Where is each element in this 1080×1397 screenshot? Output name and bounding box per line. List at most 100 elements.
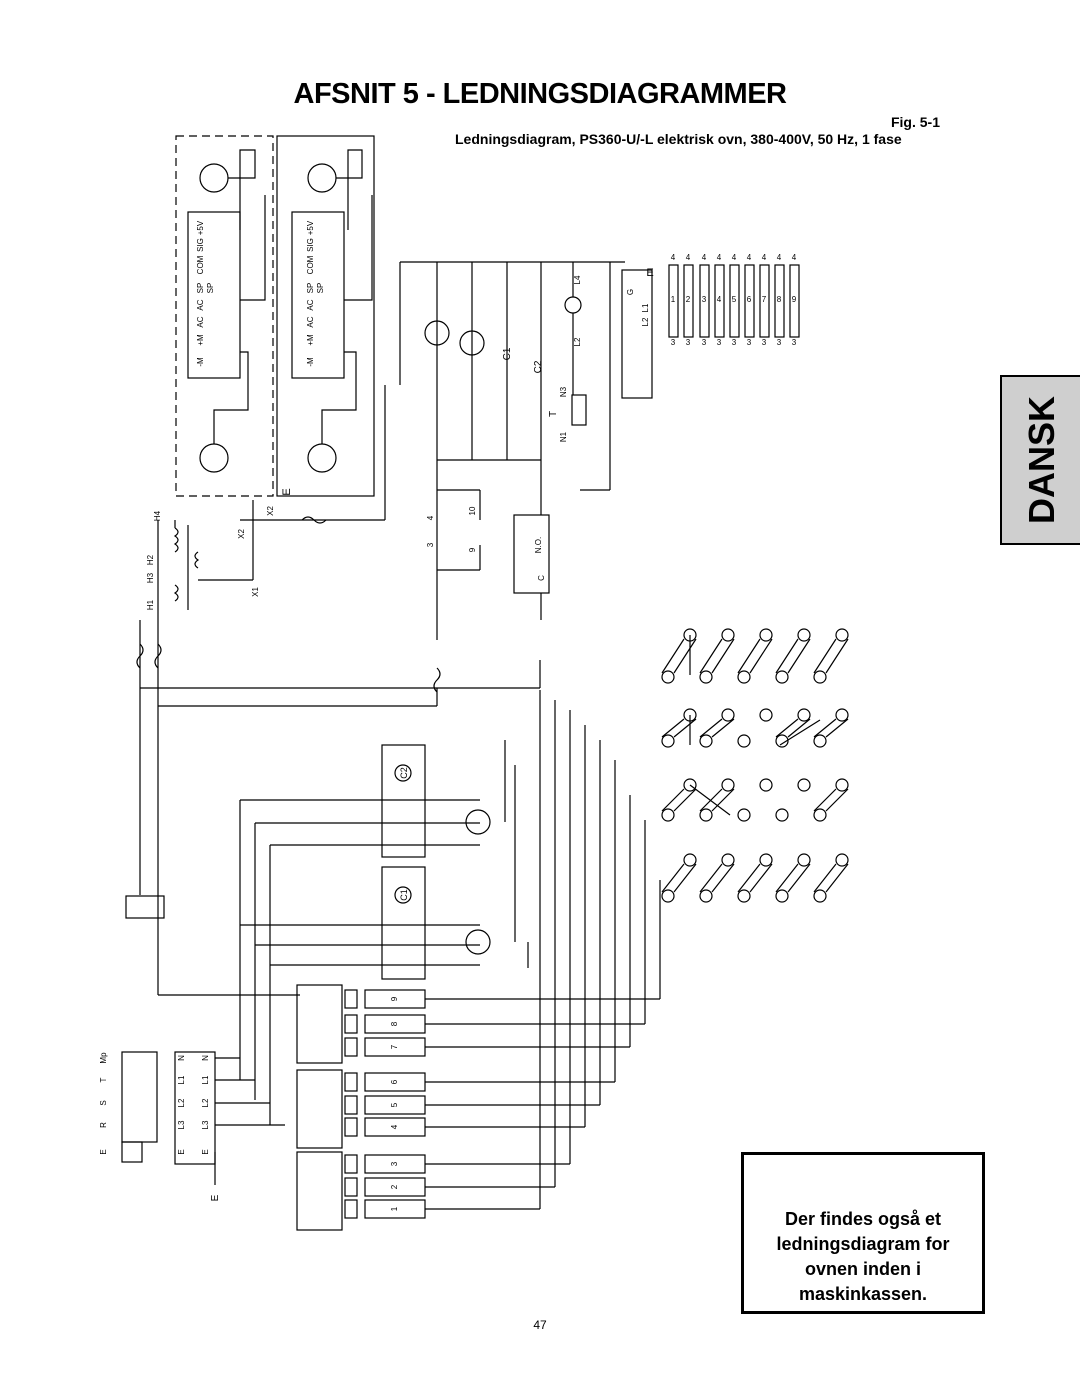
tb-top: 4 <box>702 253 707 262</box>
tb-mid: 5 <box>732 295 737 304</box>
label-4: 4 <box>426 515 435 520</box>
note-line: Der findes også et <box>784 1209 942 1229</box>
terminal-block-labels: 4 4 4 4 4 4 4 4 4 1 2 3 4 5 6 7 8 9 3 3 … <box>671 253 797 347</box>
motor-icon <box>307 163 337 193</box>
label-x2: X2 <box>237 529 246 539</box>
label-com: COM <box>306 255 315 274</box>
relay-number: 4 <box>390 1124 399 1129</box>
component-labels: C1 C2 L4 L2 N3 N1 T G L1 L2 E <box>502 267 654 442</box>
label-minus-m: -M <box>196 357 205 367</box>
tb-bot: 3 <box>702 338 707 347</box>
label-3: 3 <box>426 542 435 547</box>
label-ac: AC <box>306 299 315 310</box>
label-sp: SP <box>316 283 325 294</box>
label-l2: L2 <box>573 337 582 346</box>
relay-number: 3 <box>390 1161 399 1166</box>
label-c2: C2 <box>399 767 409 779</box>
label-9: 9 <box>468 547 477 552</box>
label-sig: SIG <box>306 238 315 252</box>
label-c2: C2 <box>533 360 544 373</box>
contactor-c2 <box>381 744 426 858</box>
label-g: G <box>626 289 635 295</box>
relay-number: 6 <box>390 1079 399 1084</box>
supply-labels-right: N L1 L2 L3 E N L1 L2 L3 E <box>177 1055 210 1155</box>
motor-control-box-1 <box>175 135 274 497</box>
supply-labels-left: Mp T S R E <box>99 1052 108 1155</box>
language-tab: DANSK <box>1000 375 1080 545</box>
tb-top: 4 <box>671 253 676 262</box>
tb-bot: 3 <box>732 338 737 347</box>
tb-top: 4 <box>686 253 691 262</box>
label-mp: Mp <box>99 1052 108 1064</box>
note-line: ledningsdiagram for <box>776 1234 950 1254</box>
label-ac: AC <box>196 316 205 327</box>
label-sp: SP <box>196 283 205 294</box>
label-l2: L2 <box>177 1098 186 1107</box>
tb-mid: 1 <box>671 295 676 304</box>
tb-mid: 7 <box>762 295 767 304</box>
label-l2: L2 <box>641 317 650 326</box>
label-s: S <box>99 1100 108 1105</box>
label-l1: L1 <box>641 303 650 312</box>
label-e: E <box>99 1149 108 1154</box>
supply-terminal-right <box>174 1051 216 1165</box>
label-c1: C1 <box>399 889 409 901</box>
tb-mid: 8 <box>777 295 782 304</box>
label-ac: AC <box>196 299 205 310</box>
info-note: Der findes også et ledningsdiagram for o… <box>741 1152 985 1314</box>
switch-numbers: 4 3 10 9 <box>426 506 477 552</box>
contactor-c1 <box>381 866 426 980</box>
relay-number: 8 <box>390 1021 399 1026</box>
label-t: T <box>548 411 559 417</box>
tb-top: 4 <box>762 253 767 262</box>
figure-number: Fig. 5-1 <box>890 114 940 130</box>
relay-number: 5 <box>390 1102 399 1107</box>
label-plus-m: +M <box>306 334 315 346</box>
heater-elements <box>661 628 849 903</box>
motor-terminal-labels-1: -M +M AC AC SP SP COM SIG +5V <box>196 220 215 367</box>
label-no: N.O. <box>534 537 543 553</box>
contactor-labels: C2 C1 <box>399 767 409 901</box>
label-h3: H3 <box>146 572 155 583</box>
tb-top: 4 <box>792 253 797 262</box>
label-5v: +5V <box>196 220 205 235</box>
label-x1: X1 <box>251 587 260 597</box>
label-e: E <box>201 1149 210 1154</box>
label-n: N <box>177 1055 186 1061</box>
terminal-block <box>668 264 800 338</box>
label-l3: L3 <box>177 1120 186 1129</box>
label-minus-m: -M <box>306 357 315 367</box>
page-number: 47 <box>533 1318 547 1332</box>
label-5v: +5V <box>306 220 315 235</box>
fan-icon <box>459 330 485 356</box>
motor-icon <box>199 443 229 473</box>
relay-box <box>513 514 550 594</box>
relay-number: 1 <box>390 1206 399 1211</box>
label-r: R <box>99 1122 108 1128</box>
heater-relay-group <box>296 984 426 1231</box>
tb-bot: 3 <box>747 338 752 347</box>
label-c: C <box>537 575 546 581</box>
label-c1: C1 <box>502 347 513 360</box>
label-l4: L4 <box>573 275 582 284</box>
filter-block <box>125 895 165 919</box>
label-n: N <box>201 1055 210 1061</box>
tb-bot: 3 <box>792 338 797 347</box>
transformer-labels: H4 H3 H2 H1 X2 X1 X2 E <box>146 488 293 610</box>
label-h1: H1 <box>146 599 155 610</box>
tb-bot: 3 <box>762 338 767 347</box>
tb-bot: 3 <box>671 338 676 347</box>
label-e: E <box>177 1149 186 1154</box>
label-ac: AC <box>306 316 315 327</box>
label-sig: SIG <box>196 238 205 252</box>
motor-icon <box>199 163 229 193</box>
tb-mid: 4 <box>717 295 722 304</box>
tb-mid: 6 <box>747 295 752 304</box>
tb-top: 4 <box>777 253 782 262</box>
motor-icon <box>307 443 337 473</box>
tb-mid: 9 <box>792 295 797 304</box>
motor-terminal-labels-2: -M +M AC AC SP SP COM SIG +5V <box>306 220 325 367</box>
relay-number: 9 <box>390 996 399 1001</box>
motor-control-box-2 <box>276 135 375 497</box>
